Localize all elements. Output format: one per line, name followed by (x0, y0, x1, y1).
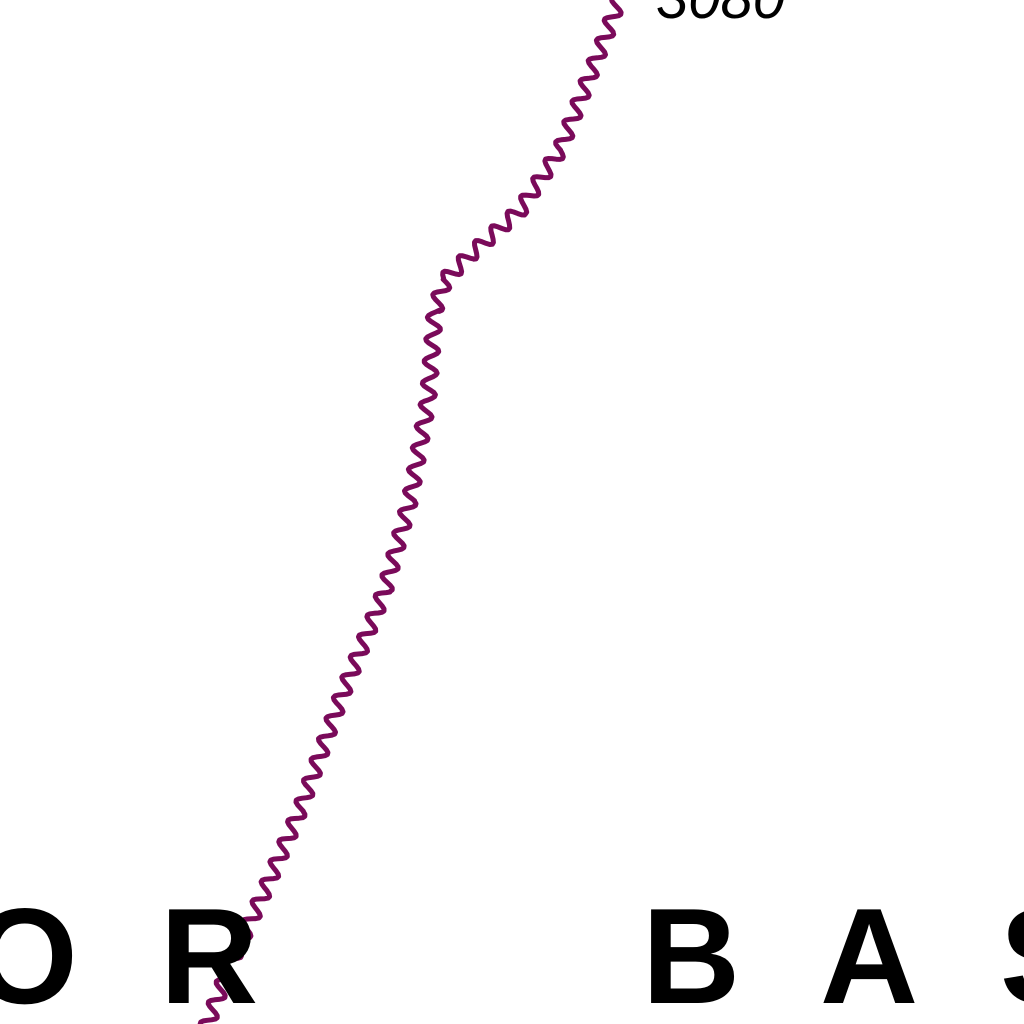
region-letter-o: O (0, 880, 78, 1024)
region-letter-r: R (160, 880, 258, 1024)
elevation-label: 3080 (656, 0, 785, 31)
region-letter-a: A (820, 880, 918, 1024)
wavy-boundary-line (197, 0, 624, 1024)
region-letter-b: B (642, 880, 740, 1024)
region-letter-s: S (1000, 880, 1024, 1024)
